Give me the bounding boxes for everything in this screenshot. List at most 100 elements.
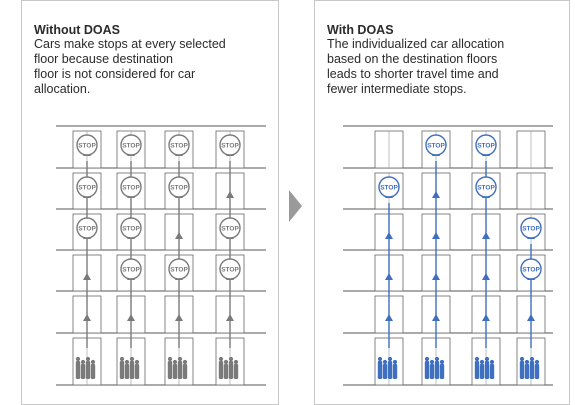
stop-label: STOP bbox=[170, 142, 188, 149]
panel-description: Cars make stops at every selected floor … bbox=[34, 37, 226, 96]
person-body bbox=[424, 361, 430, 379]
person-head bbox=[377, 356, 383, 362]
panel-description: The individualized car allocation based … bbox=[327, 37, 505, 96]
stop-label: STOP bbox=[427, 142, 445, 149]
person-body bbox=[228, 361, 234, 379]
person-body bbox=[172, 364, 178, 379]
up-arrow-icon bbox=[527, 314, 535, 321]
person-body bbox=[534, 364, 540, 379]
up-arrow-icon bbox=[226, 191, 234, 198]
stop-sign-ring bbox=[120, 176, 142, 198]
person-body bbox=[479, 364, 485, 379]
stop-label: STOP bbox=[122, 142, 140, 149]
up-arrow-icon bbox=[432, 273, 440, 280]
stop-sign-ring bbox=[76, 134, 98, 156]
up-arrow-icon bbox=[83, 273, 91, 280]
person-head bbox=[524, 359, 530, 365]
person-head bbox=[479, 359, 485, 365]
person-body bbox=[218, 361, 224, 379]
stop-label: STOP bbox=[522, 266, 540, 273]
person-body bbox=[519, 361, 525, 379]
person-body bbox=[177, 361, 183, 379]
person-head bbox=[182, 359, 188, 365]
stop-label: STOP bbox=[170, 266, 188, 273]
stop-sign-icon: STOP bbox=[76, 217, 98, 239]
person-body bbox=[439, 364, 445, 379]
person-body bbox=[134, 364, 140, 379]
stop-sign-icon: STOP bbox=[520, 217, 542, 239]
stop-sign-icon: STOP bbox=[168, 258, 190, 280]
stop-label: STOP bbox=[522, 225, 540, 232]
stop-sign-ring bbox=[76, 217, 98, 239]
person-head bbox=[474, 356, 480, 362]
stop-sign-icon: STOP bbox=[120, 176, 142, 198]
person-body bbox=[233, 364, 239, 379]
stop-sign-icon: STOP bbox=[76, 176, 98, 198]
up-arrow-icon bbox=[385, 232, 393, 239]
stop-sign-ring bbox=[219, 258, 241, 280]
stop-sign-icon: STOP bbox=[475, 176, 497, 198]
person-body bbox=[124, 364, 130, 379]
stop-sign-icon: STOP bbox=[120, 258, 142, 280]
stop-sign-ring bbox=[475, 176, 497, 198]
person-body bbox=[129, 361, 135, 379]
stop-sign-ring bbox=[475, 134, 497, 156]
stop-label: STOP bbox=[477, 184, 495, 191]
stop-label: STOP bbox=[221, 142, 239, 149]
person-body bbox=[167, 361, 173, 379]
person-body bbox=[392, 364, 398, 379]
stop-sign-ring bbox=[219, 134, 241, 156]
stop-label: STOP bbox=[122, 266, 140, 273]
stop-label: STOP bbox=[170, 184, 188, 191]
person-body bbox=[474, 361, 480, 379]
stop-label: STOP bbox=[78, 184, 96, 191]
up-arrow-icon bbox=[432, 232, 440, 239]
elevator-door bbox=[516, 172, 546, 210]
stop-sign-icon: STOP bbox=[120, 134, 142, 156]
person-head bbox=[529, 356, 535, 362]
person-head bbox=[228, 356, 234, 362]
person-head bbox=[124, 359, 130, 365]
stop-sign-icon: STOP bbox=[219, 258, 241, 280]
person-body bbox=[223, 364, 229, 379]
stop-label: STOP bbox=[78, 142, 96, 149]
stop-sign-ring bbox=[425, 134, 447, 156]
stop-label: STOP bbox=[122, 184, 140, 191]
person-head bbox=[177, 356, 183, 362]
person-head bbox=[489, 359, 495, 365]
person-head bbox=[85, 356, 91, 362]
stop-sign-ring bbox=[219, 217, 241, 239]
person-head bbox=[172, 359, 178, 365]
stop-label: STOP bbox=[78, 225, 96, 232]
up-arrow-icon bbox=[482, 314, 490, 321]
person-head bbox=[75, 356, 81, 362]
person-body bbox=[75, 361, 81, 379]
up-arrow-icon bbox=[175, 314, 183, 321]
person-body bbox=[80, 364, 86, 379]
up-arrow-icon bbox=[482, 273, 490, 280]
person-head bbox=[387, 356, 393, 362]
stop-sign-ring bbox=[120, 217, 142, 239]
stop-sign-icon: STOP bbox=[425, 134, 447, 156]
stop-sign-icon: STOP bbox=[120, 217, 142, 239]
stop-sign-icon: STOP bbox=[475, 134, 497, 156]
up-arrow-icon bbox=[385, 273, 393, 280]
stop-sign-ring bbox=[120, 134, 142, 156]
person-head bbox=[134, 359, 140, 365]
stop-label: STOP bbox=[477, 142, 495, 149]
up-arrow-icon bbox=[385, 314, 393, 321]
person-head bbox=[80, 359, 86, 365]
person-body bbox=[85, 361, 91, 379]
up-arrow-icon bbox=[482, 232, 490, 239]
person-body bbox=[182, 364, 188, 379]
person-head bbox=[434, 356, 440, 362]
stop-sign-ring bbox=[378, 176, 400, 198]
stop-sign-ring bbox=[168, 258, 190, 280]
person-head bbox=[534, 359, 540, 365]
person-head bbox=[519, 356, 525, 362]
person-head bbox=[167, 356, 173, 362]
up-arrow-icon bbox=[83, 314, 91, 321]
stop-sign-ring bbox=[76, 176, 98, 198]
stop-sign-ring bbox=[168, 176, 190, 198]
